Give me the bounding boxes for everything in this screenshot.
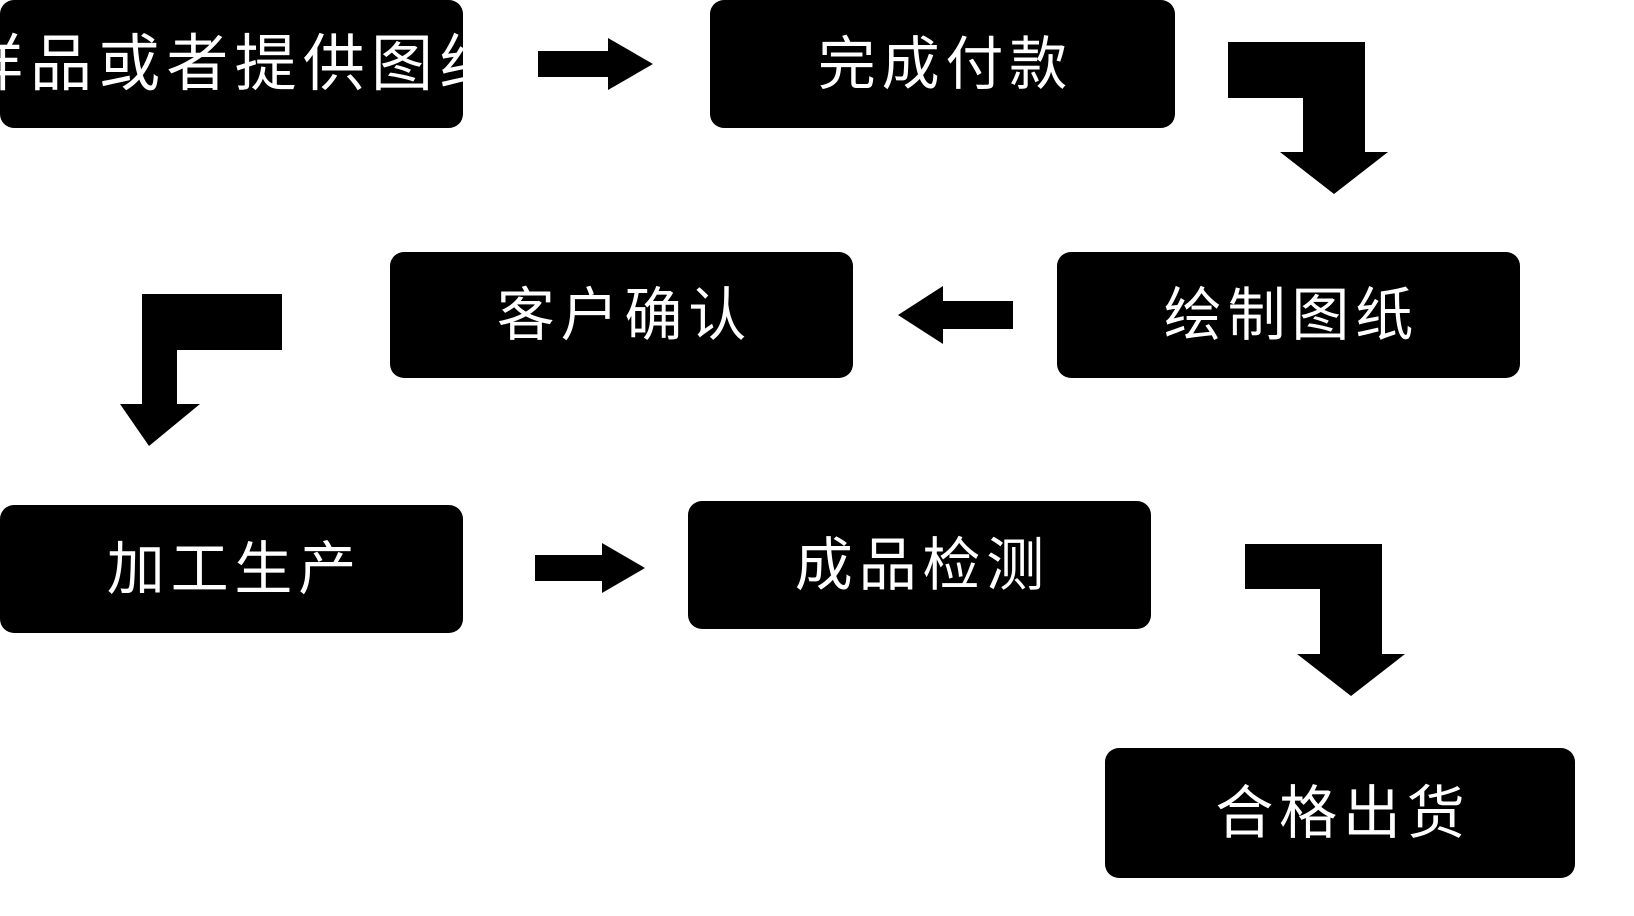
arrow-production-to-inspection — [535, 543, 645, 593]
node-qualified-shipment[interactable]: 合格出货 — [1105, 748, 1575, 878]
node-finished-inspection[interactable]: 成品检测 — [688, 501, 1151, 629]
arrow-drawing-to-confirm — [898, 286, 1013, 344]
arrow-confirm-to-production — [120, 294, 282, 446]
node-customer-confirm[interactable]: 客户确认 — [390, 252, 853, 378]
node-draw-drawing[interactable]: 绘制图纸 — [1057, 252, 1520, 378]
node-complete-payment[interactable]: 完成付款 — [710, 0, 1175, 128]
arrow-payment-to-drawing — [1228, 42, 1388, 194]
arrow-sample-to-payment — [538, 38, 653, 90]
node-processing-production[interactable]: 加工生产 — [0, 505, 463, 633]
node-label-draw-drawing: 绘制图纸 — [1163, 281, 1419, 349]
node-sample-or-drawing[interactable]: 样品或者提供图纸 — [0, 0, 501, 128]
node-label-sample-or-drawing: 样品或者提供图纸 — [0, 27, 508, 100]
node-label-customer-confirm: 客户确认 — [496, 281, 752, 349]
node-label-processing-production: 加工生产 — [106, 535, 362, 603]
arrow-inspection-to-shipment — [1245, 544, 1405, 696]
node-label-qualified-shipment: 合格出货 — [1215, 779, 1471, 847]
node-label-complete-payment: 完成付款 — [817, 30, 1073, 98]
node-label-finished-inspection: 成品检测 — [794, 531, 1050, 599]
